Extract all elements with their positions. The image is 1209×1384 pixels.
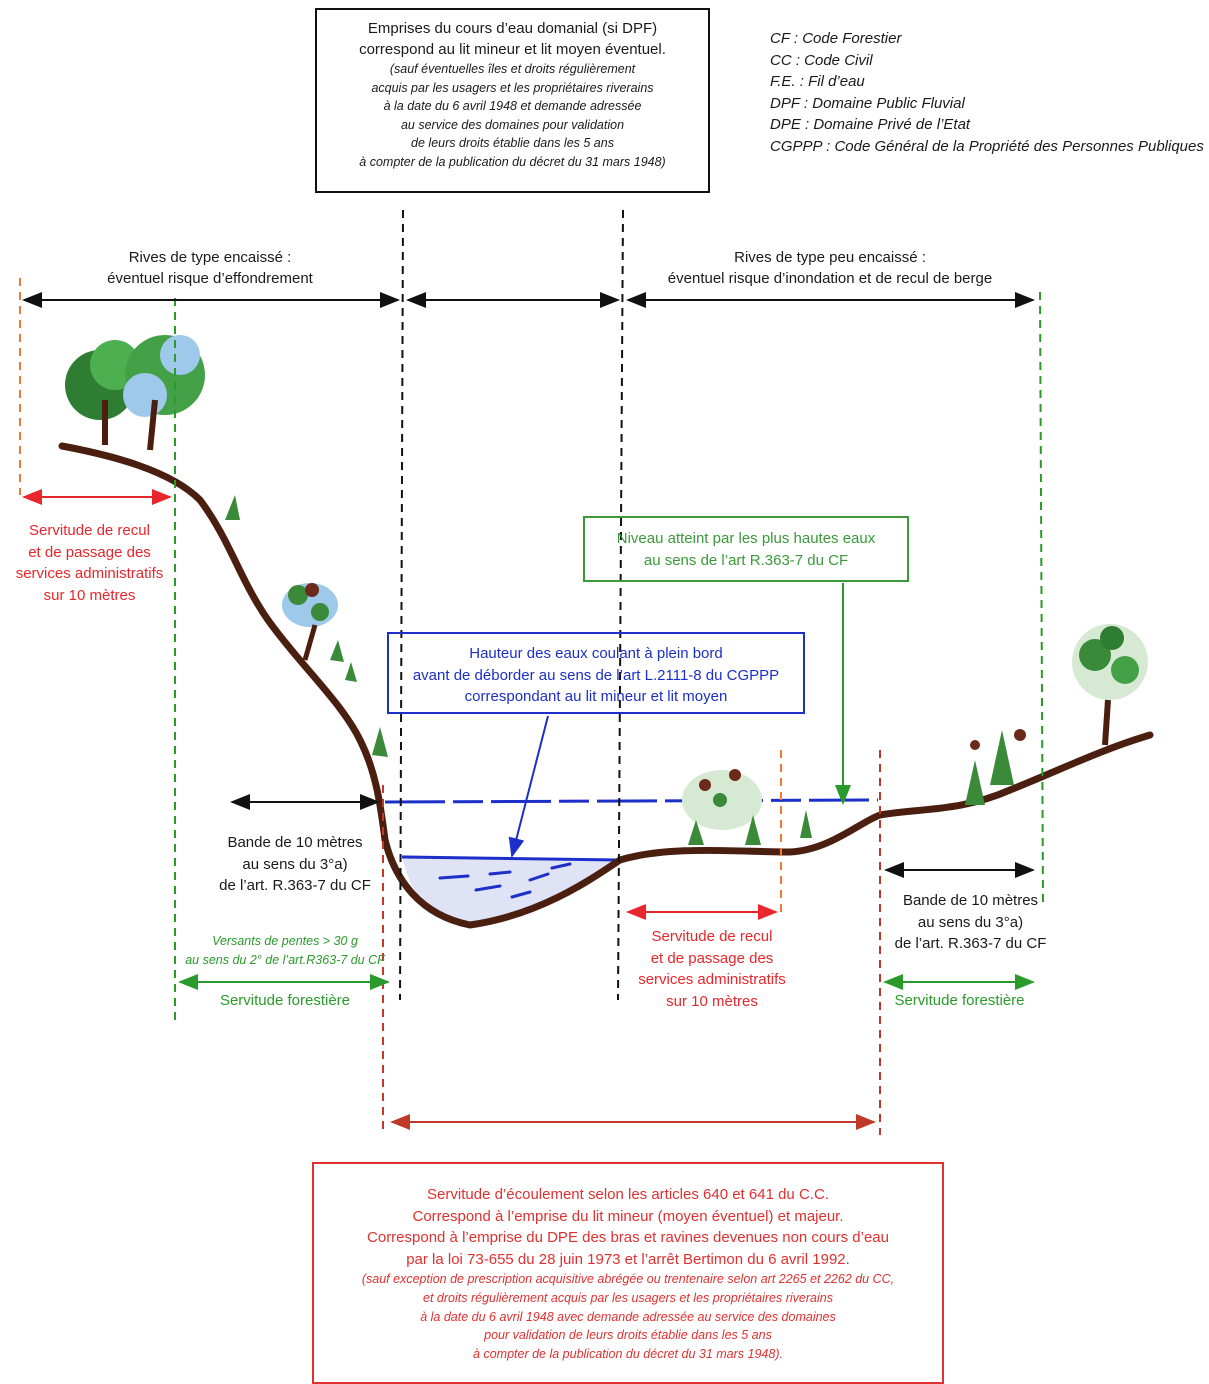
blue-box-line-3: correspondant au lit mineur et lit moyen (464, 688, 728, 705)
bottom-box-note-5: à compter de la publication du décret du… (473, 1347, 783, 1362)
bottom-box-line-3: Correspond à l’emprise du DPE des bras e… (367, 1229, 889, 1246)
recul-mid-line: Servitude de recul (651, 928, 773, 945)
legend-item: CGPPP : Code Général de la Propriété des… (770, 137, 1204, 155)
tree-right (1072, 624, 1148, 746)
full-bank-water-height-box: Hauteur des eaux coulant à plein bord av… (387, 632, 805, 714)
servitude-recul-mid-label: Servitude de recul et de passage des ser… (622, 926, 802, 1012)
green-box-line-2: au sens de l’art R.363-7 du CF (643, 551, 849, 569)
recul-mid-line: sur 10 mètres (666, 992, 758, 1010)
legend-item: CF : Code Forestier (770, 30, 902, 47)
recul-left-line: Servitude de recul (29, 522, 150, 539)
legend-item: DPF : Domaine Public Fluvial (770, 94, 965, 112)
top-box-line-2: correspond au lit mineur et lit moyen év… (359, 41, 666, 58)
water-surface-line (401, 855, 621, 862)
servitude-forestiere-right-label: Servitude forestière (894, 992, 1025, 1009)
dashed-green-right (1039, 291, 1044, 906)
rives-left-line-1: Rives de type encaissé : (128, 249, 292, 266)
bottom-box-line-2: Correspond à l’emprise du lit mineur (mo… (412, 1207, 844, 1225)
abbreviations-legend: CF : Code Forestier CC : Code Civil F.E.… (770, 28, 1204, 158)
bande-left-line: au sens du 3°a) (242, 855, 348, 873)
highest-water-level-box: Niveau atteint par les plus hautes eaux … (583, 516, 909, 582)
ground-profile (58, 442, 1154, 929)
rives-left-line-2: éventuel risque d’effondrement (107, 270, 313, 287)
bande-left-line: Bande de 10 mètres (227, 834, 363, 851)
rives-encaisse-label: Rives de type encaissé : éventuel risque… (60, 247, 360, 289)
rives-right-line-2: éventuel risque d’inondation et de recul… (667, 270, 993, 287)
bande-right-line: de l’art. R.363-7 du CF (894, 935, 1047, 952)
dashed-black-right (617, 209, 624, 1001)
legend-item: F.E. : Fil d’eau (770, 73, 865, 91)
bottom-box-note-3: à la date du 6 avril 1948 avec demande a… (420, 1309, 836, 1324)
servitude-ecoulement-box: Servitude d’écoulement selon les article… (312, 1162, 944, 1384)
top-box-note-3: à la date du 6 avril 1948 et demande adr… (383, 99, 642, 114)
bottom-box-note-1: (sauf exception de prescription acquisit… (361, 1272, 895, 1286)
bottom-box-line-1: Servitude d’écoulement selon les article… (427, 1186, 829, 1203)
blue-box-line-2: avant de déborder au sens de l’art L.211… (412, 666, 780, 684)
bande-right-line: au sens du 3°a) (917, 913, 1024, 931)
dashed-black-left (399, 209, 404, 1001)
top-box-note-2: acquis par les usagers et les propriétai… (371, 80, 654, 95)
shrub-slope (225, 495, 388, 757)
rives-peu-encaisse-label: Rives de type peu encaissé : éventuel ri… (630, 247, 1030, 289)
top-box-line-1: Emprises du cours d’eau domanial (si DPF… (367, 20, 658, 37)
bottom-box-line-4: par la loi 73-655 du 28 juin 1973 et l’a… (406, 1250, 850, 1268)
pointer-blue (508, 715, 549, 858)
versants-pentes-label: Versants de pentes > 30 g au sens du 2° … (170, 932, 400, 970)
blue-box-line-1: Hauteur des eaux coulant à plein bord (469, 645, 723, 662)
green-box-line-1: Niveau atteint par les plus hautes eaux (616, 530, 876, 547)
versants-line-1: Versants de pentes > 30 g (212, 934, 358, 948)
recul-mid-line: et de passage des (650, 949, 774, 967)
versants-line-2: au sens du 2° de l’art.R363-7 du CF (185, 953, 385, 967)
servitude-recul-left-label: Servitude de recul et de passage des ser… (2, 520, 177, 606)
dpf-extent-box: Emprises du cours d’eau domanial (si DPF… (315, 8, 710, 193)
recul-left-line: et de passage des (28, 543, 151, 561)
shrub-right-bank (965, 729, 1026, 805)
water-ripples (438, 862, 572, 899)
tree-cluster-left (65, 335, 205, 451)
recul-mid-line: services administratifs (638, 971, 786, 988)
full-bank-level-line (384, 798, 879, 804)
legend-item: DPE : Domaine Privé de l’Etat (770, 116, 971, 134)
water-body (402, 855, 620, 925)
rives-right-line-1: Rives de type peu encaissé : (734, 249, 926, 266)
bande-10m-right-label: Bande de 10 mètres au sens du 3°a) de l’… (878, 890, 1063, 955)
bande-10m-left-label: Bande de 10 mètres au sens du 3°a) de l’… (200, 832, 390, 897)
bande-right-line: Bande de 10 mètres (902, 892, 1039, 909)
legend-item: CC : Code Civil (770, 51, 873, 69)
bottom-box-note-4: pour validation de leurs droits établie … (484, 1328, 772, 1343)
top-box-note-4: au service des domaines pour validation (400, 117, 625, 132)
recul-left-line: services administratifs (15, 565, 164, 582)
top-box-note-1: (sauf éventuelles îles et droits réguliè… (389, 62, 636, 76)
top-box-note-6: à compter de la publication du décret du… (359, 154, 666, 169)
recul-left-line: sur 10 mètres (43, 586, 136, 604)
shrub-floodplain (682, 769, 812, 845)
bande-left-line: de l’art. R.363-7 du CF (219, 877, 371, 894)
bottom-box-note-2: et droits régulièrement acquis par les u… (423, 1290, 833, 1305)
top-box-note-5: de leurs droits établie dans les 5 ans (411, 136, 614, 151)
servitude-forestiere-left-label: Servitude forestière (219, 992, 351, 1009)
